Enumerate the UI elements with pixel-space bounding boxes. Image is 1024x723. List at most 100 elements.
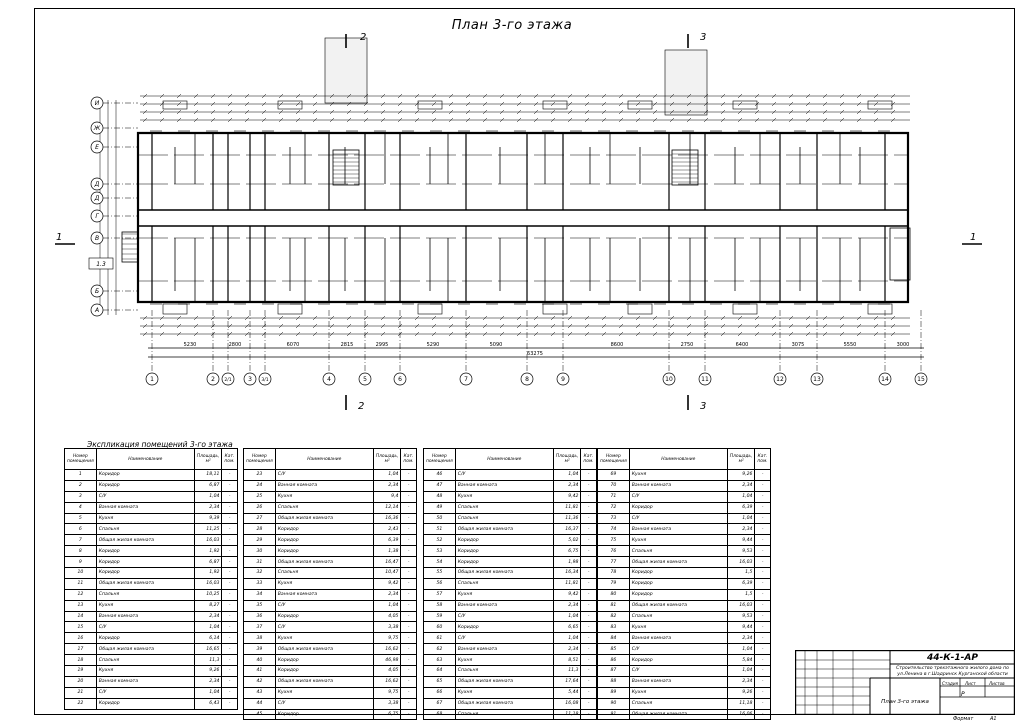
table-cell: 15 [64,621,97,634]
dimension-tick [601,331,607,337]
dimension-tick [686,93,692,99]
side-label: 1.3 [96,261,106,268]
table-cell: - [221,523,238,536]
table-cell: 70 [597,479,630,492]
table-cell: 2,34 [372,588,402,601]
table-cell: Ванная комната [95,610,195,623]
dimension-tick [448,93,454,99]
axis-label: 12 [776,376,784,383]
table-cell: 59 [423,610,456,623]
table-cell: - [221,697,238,710]
dimension-tick [431,93,437,99]
dimension-tick [754,315,760,321]
table-cell: 29 [243,534,276,547]
table-cell: Ванная комната [628,523,728,536]
axis-label: 6 [398,376,402,383]
dimension-tick [397,109,403,115]
dimension-tick [873,315,879,321]
axis-bubble [698,372,712,386]
dimension-tick [499,109,505,115]
table-cell: 2,34 [193,675,223,688]
table-cell: - [580,523,597,536]
table-header-name: Наименование [274,448,374,470]
dimension-tick [193,331,199,337]
table-cell: Кухня [454,490,554,503]
axis-label: 4 [327,376,331,383]
dimension-tick [380,101,386,107]
dimension-tick [142,93,148,99]
axis-bubble [90,191,104,205]
dimension-tick [652,93,658,99]
table-cell: - [221,675,238,688]
dimension-tick [754,323,760,329]
stair-well [671,149,699,186]
dimension-tick [737,101,743,107]
dimension-tick [686,117,692,123]
table-cell: Спальня [454,577,554,590]
table-cell: 42 [243,675,276,688]
balcony [417,100,443,110]
table-cell: - [221,567,238,579]
table-cell: Ванная комната [628,675,728,688]
table-cell: 21 [64,686,97,699]
dimension-tick [771,101,777,107]
table-cell: 58 [423,599,456,612]
dimension-tick [278,93,284,99]
dimension-tick [380,315,386,321]
table-cell: 79 [597,577,630,590]
table-cell: - [221,512,238,525]
dimension-tick [516,101,522,107]
dimension-tick [533,323,539,329]
table-cell: С/У [274,621,374,634]
dimension-tick [601,323,607,329]
table-cell: - [400,621,417,634]
dimension-tick [227,315,233,321]
table-header-num: Номер помещения [64,448,97,470]
table-cell: Коридор [95,469,195,481]
table-cell: - [580,534,597,547]
dimension-tick [210,93,216,99]
table-cell: 11,3 [193,654,223,667]
axis-label: Д [94,181,100,188]
table-cell: - [580,610,597,623]
dimension-tick [669,331,675,337]
dimension-tick [686,315,692,321]
dimension-tick [771,331,777,337]
dimension-tick [533,101,539,107]
dimension-tick [142,101,148,107]
dimension-tick [261,109,267,115]
table-cell: Коридор [454,621,554,634]
section-cut-1-left-label: 1 [56,232,62,243]
table-cell: 28 [243,523,276,536]
table-cell: Кухня [628,534,728,547]
table-cell: 89 [597,686,630,699]
table-cell: - [400,708,417,721]
table-cell: 54 [423,556,456,569]
table-cell: Спальня [628,545,728,558]
dimension-tick [431,117,437,123]
balcony [542,303,568,315]
dimension-tick [227,109,233,115]
table-cell: 16,36 [372,512,402,525]
dimension-tick [482,101,488,107]
dimension-tick [176,109,182,115]
table-cell: 30 [243,545,276,558]
table-cell: Общая жилая комната [454,567,554,579]
dimension-tick [839,331,845,337]
balcony [162,100,188,110]
table-cell: - [580,577,597,590]
dimension-tick [890,93,896,99]
dimension-tick [482,323,488,329]
axis-label: И [95,100,100,107]
balcony [277,100,303,110]
table-cell: 57 [423,588,456,601]
table-cell: 1,5 [726,567,756,579]
table-cell: Спальня [454,665,554,677]
